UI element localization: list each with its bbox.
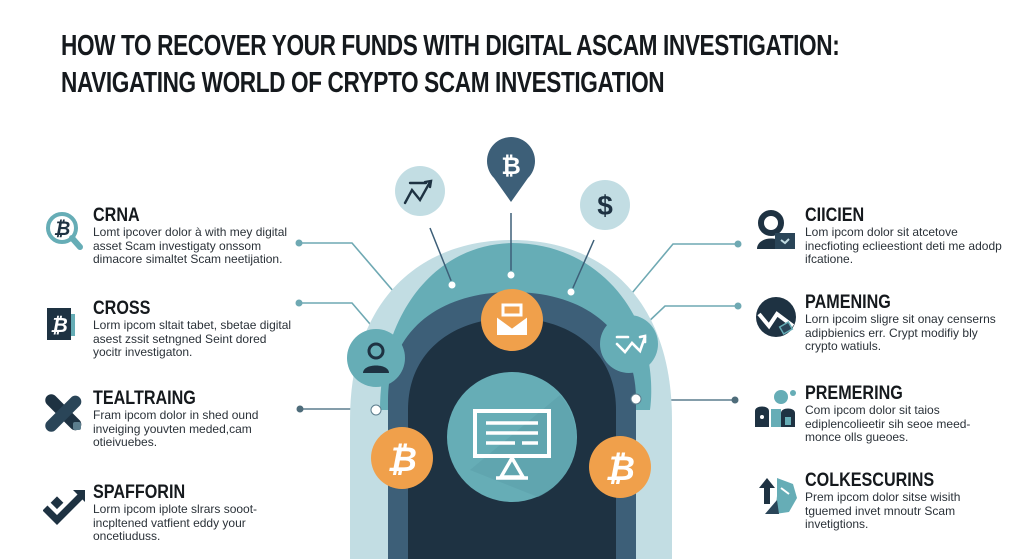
left-item-4-heading: SPAFFORIN — [93, 482, 186, 503]
svg-text:₿: ₿ — [387, 441, 417, 479]
right-item-4-text: Prem ipcom dolor sitse wisith tguemed in… — [805, 490, 961, 531]
left-item-3-heading: TEALTRAING — [93, 388, 196, 409]
bitcoin-wallet-icon: ₿ — [47, 308, 75, 340]
dollar-icon: $ — [580, 180, 630, 230]
briefcase-icon — [481, 289, 543, 351]
svg-text:₿: ₿ — [54, 219, 71, 240]
investigator-laptop-icon — [757, 210, 795, 249]
network-chart-icon — [395, 166, 445, 216]
left-item-2-text: Lorm ipcom sltait tabet, sbetae digital … — [93, 318, 292, 359]
bitcoin-pin-icon: ₿ — [487, 137, 535, 202]
crossed-bandage-icon — [45, 394, 82, 432]
page-title: HOW TO RECOVER YOUR FUNDS WITH DIGITAL A… — [61, 28, 840, 102]
svg-text:₿: ₿ — [501, 153, 521, 180]
right-item-1-text: Lom ipcom dolor sit atcetove inecfioting… — [805, 225, 1002, 266]
chart-tag-icon — [756, 297, 796, 337]
right-item-3-text: Com ipcom dolor sit taios ediplencolieet… — [805, 403, 971, 444]
svg-text:₿: ₿ — [605, 450, 635, 488]
right-item-4-heading: COLKESCURINS — [805, 470, 935, 491]
left-item-4-text: Lorm ipcom iplote slrars sooot-incpltene… — [93, 502, 258, 543]
bank-building-icon — [755, 390, 796, 427]
left-item-3-text: Fram ipcom dolor in shed ound inveiging … — [93, 408, 259, 449]
right-item-2-heading: PAMENING — [805, 292, 891, 313]
bitcoin-coin-right-icon: ₿ — [589, 436, 651, 498]
right-item-1-heading: CIICIEN — [805, 205, 865, 226]
left-item-1-heading: CRNA — [93, 205, 140, 226]
svg-text:₿: ₿ — [50, 315, 68, 337]
growth-arrow-icon — [43, 490, 85, 525]
monitor-report-icon — [447, 372, 577, 502]
title-line-1: HOW TO RECOVER YOUR FUNDS WITH DIGITAL A… — [61, 30, 840, 62]
title-line-2: NAVIGATING WORLD OF CRYPTO SCAM INVESTIG… — [61, 67, 665, 99]
svg-text:$: $ — [597, 190, 613, 221]
left-item-2-heading: CROSS — [93, 298, 151, 319]
trend-chart-icon — [600, 315, 658, 373]
right-item-3-heading: PREMERING — [805, 383, 903, 404]
bitcoin-coin-left-icon: ₿ — [371, 427, 433, 489]
recovery-arrows-icon — [759, 478, 797, 514]
investigator-icon — [347, 329, 405, 387]
left-item-1-text: Lomt ipcover dolor à with mey digital as… — [93, 225, 288, 266]
right-item-2-text: Lorn ipcoim sligre sit onay censerns adi… — [805, 312, 996, 353]
bitcoin-search-icon: ₿ — [46, 212, 83, 250]
